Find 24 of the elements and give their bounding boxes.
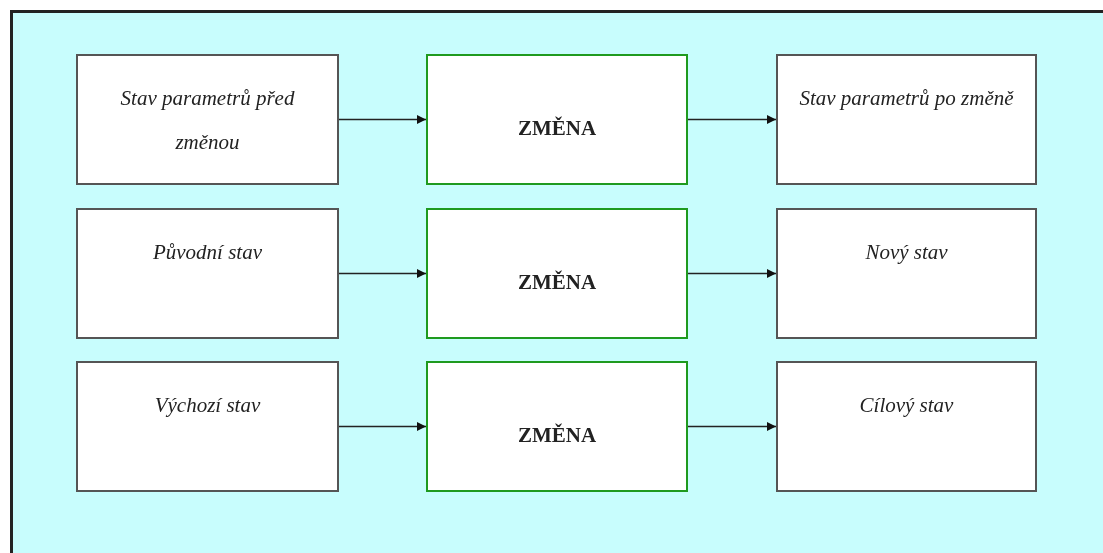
arrow: [687, 422, 777, 431]
box-label: Nový stav: [865, 239, 948, 266]
arrow: [338, 422, 427, 431]
box-label: ZMĚNA: [517, 115, 597, 142]
box-label: ZMĚNA: [517, 269, 597, 296]
arrow: [338, 115, 427, 124]
box-label: ZMĚNA: [517, 422, 597, 449]
state-box: [76, 208, 339, 339]
box-label: Původní stav: [152, 239, 263, 266]
state-box: [776, 54, 1037, 185]
change-box: [426, 361, 688, 492]
arrow: [338, 269, 427, 278]
arrow: [687, 115, 777, 124]
state-box: [776, 361, 1037, 492]
box-label: Stav parametrů po změně: [799, 85, 1014, 112]
box-label: Cílový stav: [859, 392, 954, 419]
box-label: Výchozí stav: [154, 392, 261, 419]
state-box: [76, 54, 339, 185]
box-label: Stav parametrů před změnou: [119, 85, 296, 156]
state-box: [776, 208, 1037, 339]
change-box: [426, 208, 688, 339]
state-box: [76, 361, 339, 492]
arrow: [687, 269, 777, 278]
change-box: [426, 54, 688, 185]
